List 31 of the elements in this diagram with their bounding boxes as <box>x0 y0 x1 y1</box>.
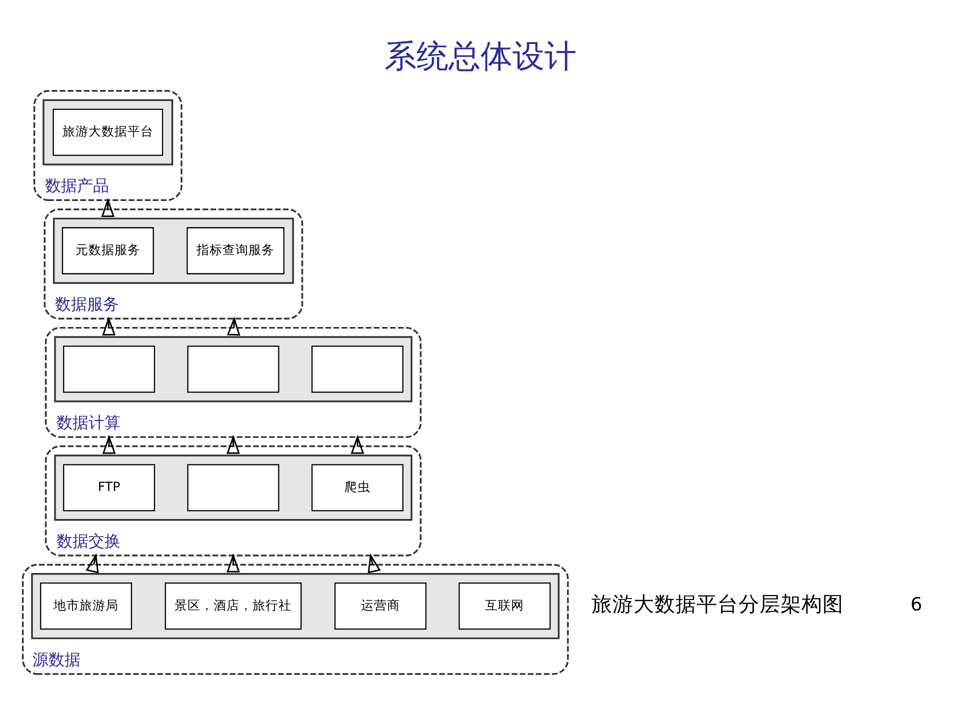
cluster <box>42 99 173 166</box>
label: 6 <box>910 594 922 616</box>
arrow <box>100 198 114 217</box>
node-box: FTP <box>62 464 155 512</box>
arrow <box>350 434 364 454</box>
cluster <box>54 336 412 402</box>
node-box: 指标查询服务 <box>186 227 284 274</box>
node-box <box>186 346 279 393</box>
node-box: 运营商 <box>334 582 426 630</box>
arrow <box>226 553 240 572</box>
arrow <box>102 434 116 454</box>
node-box: 互联网 <box>458 582 550 630</box>
cluster <box>54 454 412 521</box>
arrow <box>226 316 240 336</box>
label: 旅游大数据平台分层架构图 <box>590 592 843 616</box>
node-box: 元数据服务 <box>61 227 154 274</box>
arrow <box>367 553 380 574</box>
cluster: 数据计算 <box>44 326 422 438</box>
node-box <box>62 346 155 393</box>
node-box <box>186 464 279 512</box>
node-box: 旅游大数据平台 <box>52 108 163 156</box>
arrow <box>226 434 240 454</box>
node-box <box>310 346 403 393</box>
node-box: 爬虫 <box>310 464 403 512</box>
diagram-title: 系统总体设计 <box>384 37 576 76</box>
arrow <box>85 553 98 574</box>
cluster <box>30 573 560 640</box>
node-box: 景区，酒店，旅行社 <box>164 582 302 630</box>
node-box: 地市旅游局 <box>40 582 132 630</box>
cluster <box>52 218 294 284</box>
arrow <box>102 316 116 336</box>
